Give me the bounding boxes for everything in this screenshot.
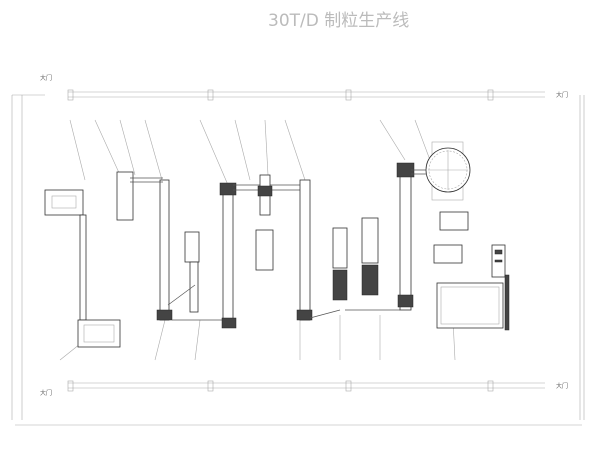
control-cabinet (491, 244, 506, 278)
dryer-1 (332, 227, 348, 301)
dryer-2 (361, 217, 379, 296)
building-wall-top (12, 91, 545, 98)
leader-lines (59, 119, 456, 361)
column-markers (67, 89, 494, 392)
door-label-top-right: 大门 (556, 91, 568, 99)
door-label-top-left: 大门 (40, 74, 52, 82)
storage-area (436, 274, 510, 331)
pallet-2 (433, 244, 463, 264)
granulator (255, 174, 274, 271)
feed-conveyor (79, 214, 87, 321)
door-label-bottom-left: 大门 (40, 389, 52, 397)
inclined-conveyor-1 (167, 284, 196, 306)
rotary-packer (425, 141, 471, 201)
bucket-elevator-2 (219, 182, 237, 329)
inclined-conveyor-2 (309, 309, 341, 319)
door-label-bottom-right: 大门 (556, 382, 568, 390)
building-wall-left (11, 95, 23, 420)
mixer-unit (184, 231, 200, 313)
receiving-bin (77, 319, 121, 348)
pallet-1 (439, 211, 469, 231)
building-wall-bottom (68, 382, 545, 389)
drawing-title: 30T/D 制粒生产线 (268, 11, 409, 31)
bucket-elevator-4 (396, 162, 415, 311)
bucket-elevator-1 (116, 171, 173, 321)
feed-hopper (44, 189, 84, 216)
building-wall-right (579, 95, 585, 420)
bucket-elevator-3 (296, 179, 313, 321)
